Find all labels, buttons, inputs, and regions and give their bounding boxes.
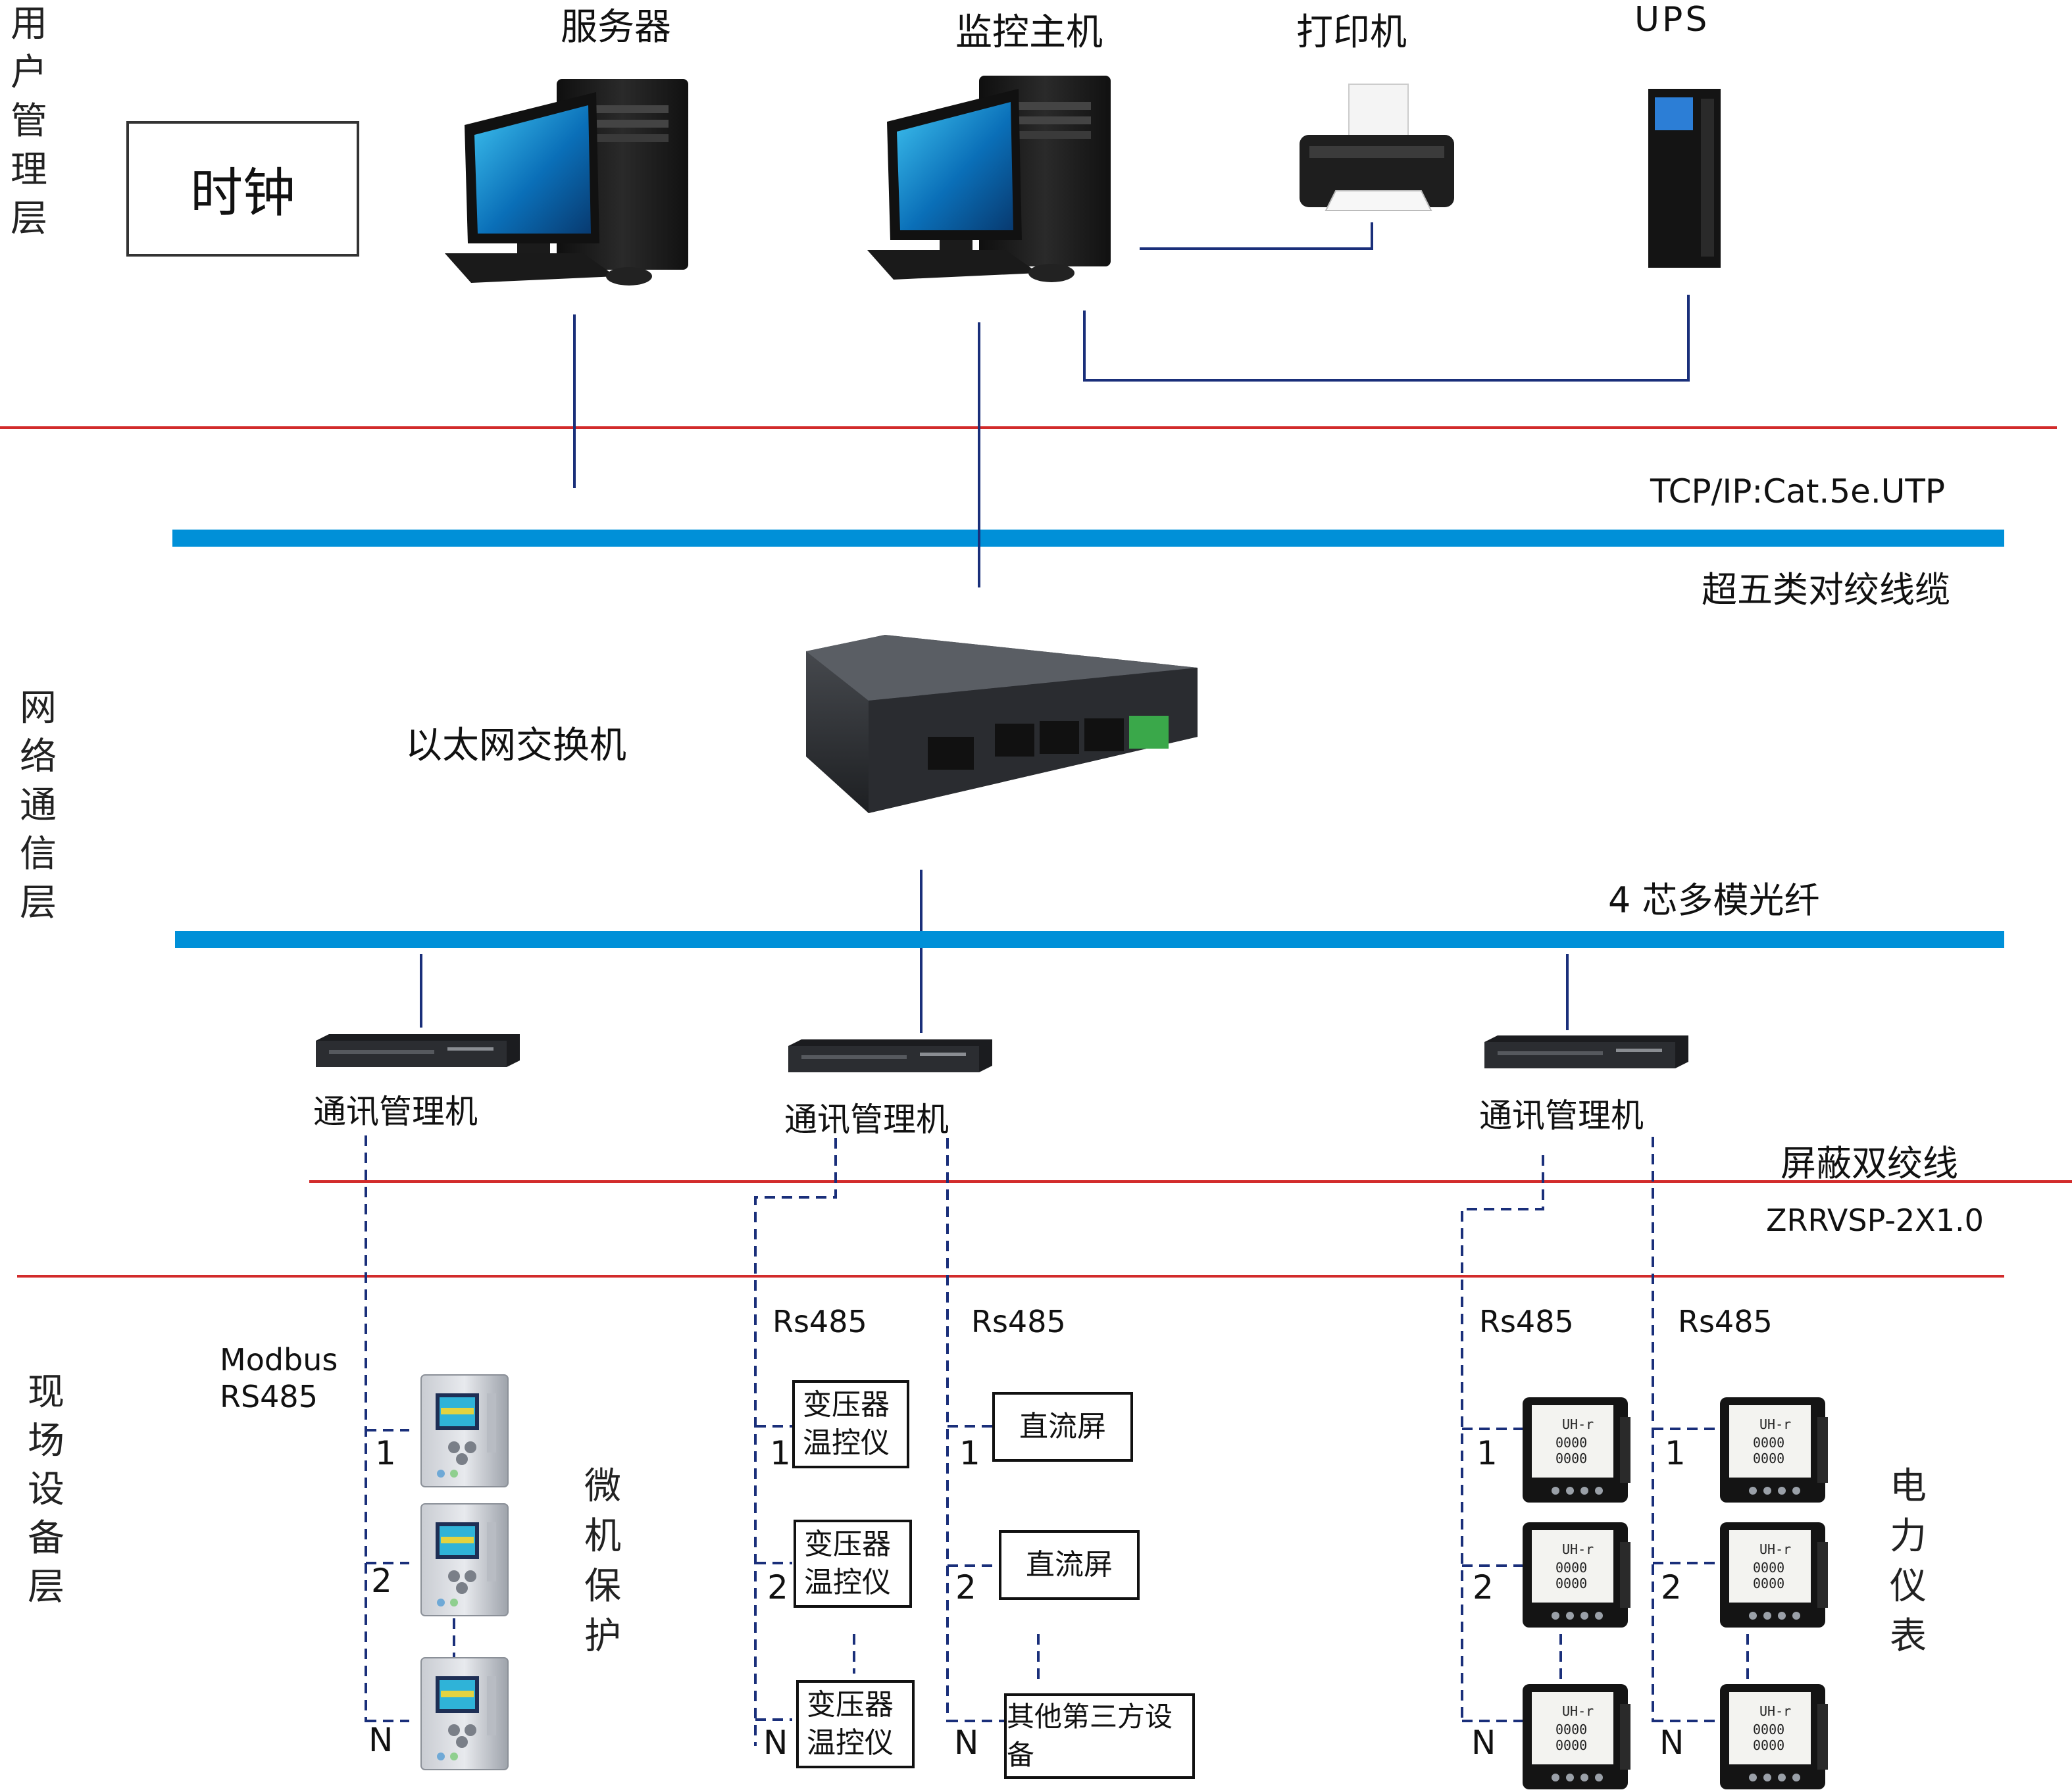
transformer-controller-n-line2: 温控仪	[807, 1726, 894, 1760]
rs485-upper-label: RS485	[220, 1379, 318, 1414]
index-c-n: N	[954, 1724, 979, 1762]
index-b-2: 2	[767, 1568, 788, 1606]
modbus-label: Modbus	[220, 1342, 338, 1378]
ethernet-switch-icon	[806, 635, 1198, 813]
comm-manager-1-label: 通讯管理机	[313, 1093, 478, 1131]
transformer-controller-n: 变压器 温控仪	[796, 1680, 915, 1768]
server-computer-icon	[445, 79, 688, 286]
power-meter-l2-icon	[1523, 1522, 1630, 1628]
transformer-controller-1-line1: 变压器	[803, 1388, 890, 1422]
transformer-controller-2: 变压器 温控仪	[794, 1520, 912, 1608]
protection-relay-2-icon	[420, 1503, 509, 1616]
index-a-n: N	[368, 1721, 393, 1759]
monitor-host-computer-icon	[867, 76, 1111, 282]
power-meter-r1-icon	[1720, 1397, 1828, 1503]
rs485-label-c: Rs485	[971, 1304, 1066, 1339]
user-management-layer-label: 用户管理层	[11, 3, 47, 240]
index-b-1: 1	[770, 1434, 791, 1472]
index-d-1: 1	[1477, 1434, 1498, 1472]
index-a-1: 1	[375, 1434, 396, 1472]
third-party-device: 其他第三方设备	[1004, 1693, 1195, 1779]
printer-icon	[1300, 84, 1454, 211]
transformer-controller-1: 变压器 温控仪	[792, 1380, 909, 1468]
rs485-label-b: Rs485	[772, 1304, 867, 1339]
network-communication-layer-label: 网络通信层	[20, 687, 57, 924]
ups-icon	[1648, 89, 1721, 268]
index-e-2: 2	[1661, 1568, 1682, 1606]
ethernet-bus	[172, 530, 2004, 547]
index-e-n: N	[1659, 1724, 1684, 1762]
index-e-1: 1	[1665, 1434, 1686, 1472]
protection-relay-1-icon	[420, 1374, 509, 1487]
power-meter-rn-icon	[1720, 1684, 1828, 1789]
fiber-bus	[175, 931, 2004, 948]
protection-relay-n-icon	[420, 1657, 509, 1770]
dc-panel-2: 直流屏	[999, 1530, 1140, 1600]
transformer-controller-n-line1: 变压器	[807, 1688, 894, 1722]
comm-manager-2-label: 通讯管理机	[784, 1101, 949, 1139]
layer-dividers	[0, 426, 2072, 1278]
rs485-label-e: Rs485	[1678, 1304, 1773, 1339]
server-label: 服务器	[561, 6, 671, 49]
transformer-controller-2-line2: 温控仪	[804, 1566, 891, 1599]
index-d-n: N	[1471, 1724, 1496, 1762]
cat5e-cable-label: 超五类对绞线缆	[1702, 569, 1950, 610]
comm-manager-3-label: 通讯管理机	[1479, 1097, 1644, 1135]
monitor-host-label: 监控主机	[955, 11, 1103, 54]
rs485-label-d: Rs485	[1479, 1304, 1574, 1339]
comm-manager-2-icon	[788, 1039, 992, 1072]
shielded-twisted-pair-label: 屏蔽双绞线	[1781, 1143, 1958, 1184]
clock-box: 时钟	[126, 121, 359, 257]
transformer-controller-2-line1: 变压器	[804, 1528, 891, 1561]
index-c-1: 1	[959, 1434, 980, 1472]
user-layer-links	[420, 222, 1690, 1033]
power-meter-ln-icon	[1523, 1684, 1630, 1789]
index-a-2: 2	[371, 1562, 392, 1600]
tcp-ip-label: TCP/IP:Cat.5e.UTP	[1650, 472, 1946, 510]
transformer-controller-1-line2: 温控仪	[803, 1426, 890, 1460]
index-b-n: N	[763, 1724, 788, 1762]
comm-manager-1-icon	[316, 1034, 520, 1067]
index-d-2: 2	[1473, 1568, 1494, 1606]
index-c-2: 2	[955, 1568, 976, 1606]
cable-model-label: ZRRVSP-2X1.0	[1766, 1203, 1984, 1238]
dc-panel-1: 直流屏	[992, 1392, 1133, 1462]
power-meter-l1-icon	[1523, 1397, 1630, 1503]
printer-label: 打印机	[1296, 11, 1407, 54]
field-device-layer-label: 现场设备层	[28, 1371, 64, 1608]
multimode-fiber-label: 4 芯多模光纤	[1608, 880, 1820, 921]
microcomputer-protection-label: 微机保护	[584, 1465, 621, 1658]
power-meter-r2-icon	[1720, 1522, 1828, 1628]
ethernet-switch-label: 以太网交换机	[405, 724, 626, 767]
power-meter-label: 电力仪表	[1890, 1465, 1927, 1658]
comm-manager-3-icon	[1484, 1035, 1688, 1068]
ups-label: UPS	[1634, 0, 1710, 39]
